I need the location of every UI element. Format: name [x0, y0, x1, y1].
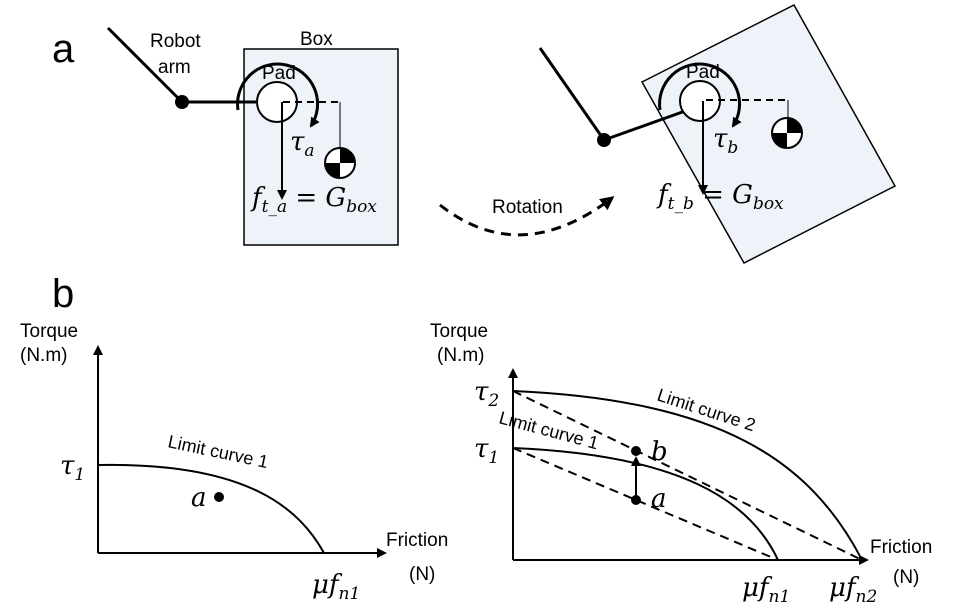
- right-mu-fn1-label: μfn1: [742, 573, 790, 607]
- rotation-arrow: [439, 196, 615, 237]
- left-mu-fn1-label: μfn1: [312, 570, 360, 604]
- right-x-title-line2: (N): [893, 567, 919, 588]
- point-a-right-label: a: [651, 484, 667, 514]
- left-limit-curve-1-label: Limit curve 1: [166, 431, 270, 472]
- center-of-gravity-icon: [771, 117, 803, 149]
- point-b: [631, 446, 641, 456]
- right-limit-curve-2: [512, 390, 863, 561]
- right-dashed-line-2: [512, 390, 863, 561]
- force-equation-left: ft_a = Gbox: [250, 183, 377, 217]
- right-x-title-line1: Friction: [870, 537, 932, 558]
- robot-arm-label-line1: Robot: [150, 31, 201, 52]
- panel-a-label: a: [52, 27, 75, 71]
- robot-arm-joint: [175, 95, 189, 109]
- force-equation-right: ft_b = Gbox: [656, 180, 784, 214]
- rotation-label: Rotation: [492, 197, 563, 218]
- point-a-right: [631, 495, 641, 505]
- right-y-title-line2: (N.m): [437, 345, 484, 366]
- robot-arm-right-joint: [597, 133, 611, 147]
- right-mu-fn2-label: μfn2: [829, 573, 877, 607]
- panel-b-label: b: [52, 272, 74, 316]
- pad-right: [679, 80, 721, 122]
- left-x-title-line2: (N): [409, 564, 435, 585]
- robot-arm-link-upper: [106, 26, 184, 104]
- right-tau1-label: τ1: [474, 434, 499, 468]
- point-a-left-label: a: [191, 483, 207, 513]
- left-x-title-line1: Friction: [386, 530, 448, 551]
- box-right-rotated: [640, 4, 897, 264]
- pad-left-label: Pad: [262, 63, 296, 84]
- robot-arm-label-line2: arm: [158, 57, 191, 78]
- box-left: [243, 48, 399, 246]
- tau-a-label: τa: [290, 127, 315, 161]
- pad-left: [256, 81, 298, 123]
- right-limit-curve-1: [512, 447, 779, 561]
- torque-arc-right: [658, 62, 742, 128]
- box-label: Box: [300, 29, 333, 50]
- left-y-title-line2: (N.m): [20, 345, 67, 366]
- center-of-gravity-icon: [324, 147, 356, 179]
- point-a-left: [214, 492, 224, 502]
- right-limit-curve-2-label: Limit curve 2: [655, 385, 758, 436]
- right-dashed-line-1: [512, 447, 779, 561]
- robot-arm-right-link-upper: [538, 47, 606, 141]
- tau-b-label: τb: [713, 124, 738, 158]
- left-tau1-label: τ1: [60, 451, 85, 485]
- right-y-title-line1: Torque: [430, 321, 488, 342]
- torque-arc-left: [236, 62, 320, 128]
- right-tau2-label: τ2: [474, 377, 499, 411]
- left-y-title-line1: Torque: [20, 321, 78, 342]
- left-limit-curve-1: [97, 463, 325, 554]
- point-b-label: b: [651, 437, 668, 467]
- robot-arm-right-link-lower: [603, 108, 689, 142]
